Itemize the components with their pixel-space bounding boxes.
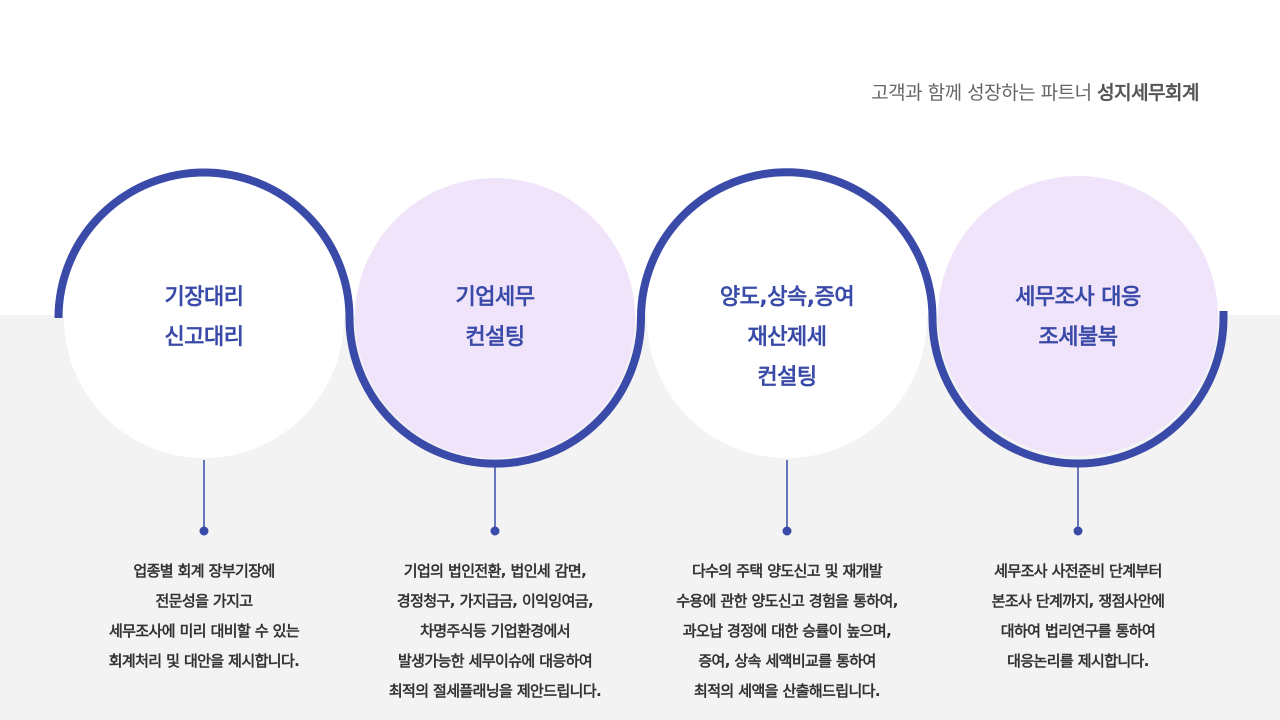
title-line: 세무조사 대응: [1015, 285, 1141, 310]
connector-arc-2: [345, 317, 645, 468]
connector-arc-4: [928, 311, 1228, 468]
service-circle-1: [64, 178, 344, 458]
description-line: 본조사 단계까지, 쟁점사안에: [991, 592, 1165, 610]
description-line: 업종별 회계 장부기장에: [133, 562, 275, 580]
description-line: 최적의 세액을 산출해드립니다.: [694, 682, 881, 700]
service-title-2: 기업세무 컨설팅: [365, 278, 625, 358]
pointer-dot-1: [199, 526, 209, 536]
tagline-text: 고객과 함께 성장하는 파트너: [871, 82, 1092, 104]
pointer-dot-3: [782, 526, 792, 536]
service-title-1: 기장대리 신고대리: [74, 278, 334, 358]
service-description-4: 세무조사 사전준비 단계부터 본조사 단계까지, 쟁점사안에 대하여 법리연구를…: [928, 556, 1228, 676]
description-line: 수용에 관한 양도신고 경험을 통하여,: [676, 592, 898, 610]
description-line: 차명주식등 기업환경에서: [420, 622, 570, 640]
service-description-1: 업종별 회계 장부기장에 전문성을 가지고 세무조사에 미리 대비할 수 있는 …: [54, 556, 354, 676]
title-line: 양도,상속,증여: [719, 285, 855, 310]
description-line: 발생가능한 세무이슈에 대응하여: [397, 652, 593, 670]
description-line: 전문성을 가지고: [155, 592, 253, 610]
title-line: 기업세무: [455, 285, 535, 310]
tagline: 고객과 함께 성장하는 파트너 성지세무회계: [871, 78, 1199, 105]
description-line: 세무조사에 미리 대비할 수 있는: [108, 622, 300, 640]
description-line: 경정청구, 가지급금, 이익잉여금,: [396, 592, 594, 610]
service-title-3: 양도,상속,증여 재산제세 컨설팅: [657, 278, 917, 398]
service-circle-4: [938, 176, 1218, 456]
description-line: 대응논리를 제시합니다.: [1007, 652, 1149, 670]
description-line: 증여, 상속 세액비교를 통하여: [698, 652, 876, 670]
service-description-2: 기업의 법인전환, 법인세 감면, 경정청구, 가지급금, 이익잉여금, 차명주…: [345, 556, 645, 706]
connector-arc-1: [54, 168, 354, 319]
service-description-3: 다수의 주택 양도신고 및 재개발 수용에 관한 양도신고 경험을 통하여, 과…: [637, 556, 937, 706]
description-line: 다수의 주택 양도신고 및 재개발: [691, 562, 883, 580]
title-line: 기장대리: [164, 285, 244, 310]
description-line: 과오납 경정에 대한 승률이 높으며,: [682, 622, 892, 640]
service-circle-2: [355, 178, 635, 458]
connector-arc-3: [637, 168, 937, 319]
description-line: 세무조사 사전준비 단계부터: [994, 562, 1162, 580]
title-line: 신고대리: [164, 325, 244, 350]
description-line: 대하여 법리연구를 통하여: [1000, 622, 1156, 640]
pointer-dot-4: [1073, 526, 1083, 536]
title-line: 컨설팅: [465, 325, 525, 350]
pointer-dot-2: [490, 526, 500, 536]
service-circle-3: [647, 178, 927, 458]
brand-name: 성지세무회계: [1097, 82, 1199, 104]
description-line: 최적의 절세플래닝을 제안드립니다.: [388, 682, 602, 700]
title-line: 조세불복: [1038, 325, 1118, 350]
description-line: 회계처리 및 대안을 제시합니다.: [108, 652, 300, 670]
service-title-4: 세무조사 대응 조세불복: [948, 278, 1208, 358]
description-line: 기업의 법인전환, 법인세 감면,: [403, 562, 587, 580]
title-line: 컨설팅: [757, 365, 817, 390]
title-line: 재산제세: [747, 325, 827, 350]
